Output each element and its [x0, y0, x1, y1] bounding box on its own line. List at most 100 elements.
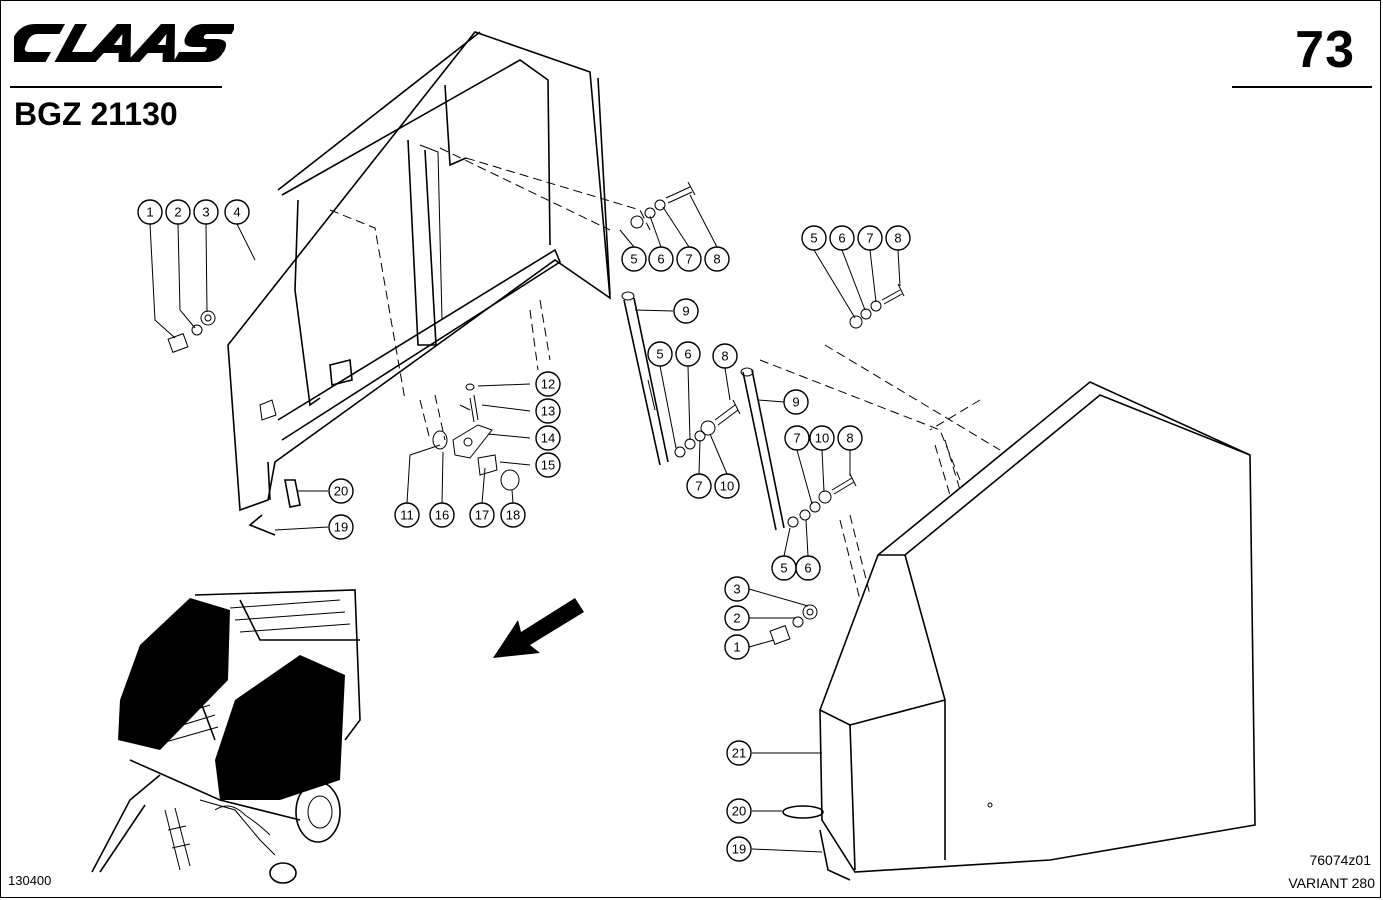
header-rule-left	[10, 86, 222, 88]
svg-text:7: 7	[695, 479, 702, 494]
svg-text:3: 3	[202, 205, 209, 220]
callout-right-upper-8: 8	[885, 225, 911, 251]
svg-text:4: 4	[233, 205, 240, 220]
right-mid-hardware	[787, 473, 857, 528]
callout-lower-7: 7	[686, 473, 712, 499]
callout-right-upper-7: 7	[857, 225, 883, 251]
callout-lower-8: 8	[712, 343, 738, 369]
right-door-panel	[759, 344, 1256, 873]
svg-text:16: 16	[435, 508, 449, 523]
claas-logo	[5, 20, 238, 73]
callout-left-19: 19	[328, 514, 354, 540]
callout-left-4: 4	[224, 199, 250, 225]
svg-text:8: 8	[846, 431, 853, 446]
svg-text:3: 3	[733, 582, 740, 597]
svg-text:15: 15	[541, 458, 555, 473]
svg-text:1: 1	[146, 205, 153, 220]
right-upper-hardware	[849, 283, 905, 329]
drawing-code: BGZ 21130	[14, 96, 178, 132]
callout-right-mid-6: 6	[795, 555, 821, 581]
callout-right-20: 20	[726, 798, 752, 824]
callout-right-3: 3	[724, 576, 750, 602]
svg-text:9: 9	[682, 304, 689, 319]
callout-latch-14: 14	[535, 425, 561, 451]
svg-text:20: 20	[334, 484, 348, 499]
callout-right-19: 19	[726, 836, 752, 862]
left-gas-strut	[621, 291, 669, 466]
right-gas-strut	[740, 367, 785, 531]
callout-left-20: 20	[328, 478, 354, 504]
direction-arrow-icon	[493, 598, 584, 658]
callout-lower-6: 6	[675, 341, 701, 367]
latch-assembly	[432, 383, 520, 491]
svg-text:7: 7	[866, 231, 873, 246]
svg-text:5: 5	[780, 561, 787, 576]
svg-text:2: 2	[733, 611, 740, 626]
svg-text:21: 21	[732, 746, 746, 761]
svg-text:5: 5	[810, 231, 817, 246]
svg-text:12: 12	[541, 377, 555, 392]
callout-left-3: 3	[193, 199, 219, 225]
svg-text:14: 14	[541, 431, 555, 446]
callout-latch-11: 11	[394, 502, 420, 528]
svg-text:5: 5	[656, 347, 663, 362]
svg-text:7: 7	[685, 252, 692, 267]
svg-text:10: 10	[720, 479, 734, 494]
callout-right-mid-5: 5	[771, 555, 797, 581]
variant-label: VARIANT 280	[1288, 875, 1375, 891]
svg-text:8: 8	[894, 231, 901, 246]
callout-lower-10: 10	[714, 473, 740, 499]
lower-strut-hardware	[674, 399, 741, 458]
callout-right-mid-8: 8	[837, 425, 863, 451]
svg-text:2: 2	[174, 205, 181, 220]
svg-text:1: 1	[733, 640, 740, 655]
callout-lower-5: 5	[647, 341, 673, 367]
date-code: 130400	[8, 873, 52, 888]
left-door-panel	[227, 31, 651, 512]
callout-latch-16: 16	[429, 502, 455, 528]
callout-latch-13: 13	[535, 398, 561, 424]
claas-logo-icon	[5, 24, 238, 62]
right-retainer-parts	[782, 805, 851, 881]
left-bolt-stack	[167, 310, 216, 353]
leader-lines	[149, 194, 901, 853]
svg-text:10: 10	[815, 431, 829, 446]
figure-code: 76074z01	[1309, 852, 1371, 868]
callout-right-2: 2	[724, 605, 750, 631]
svg-text:18: 18	[506, 508, 520, 523]
callout-right-mid-7: 7	[784, 425, 810, 451]
page-number: 73	[1295, 21, 1355, 79]
svg-text:6: 6	[804, 561, 811, 576]
baler-overview-icon	[91, 589, 361, 884]
svg-text:9: 9	[792, 395, 799, 410]
svg-text:8: 8	[713, 252, 720, 267]
callout-right-strut-9: 9	[783, 389, 809, 415]
callout-left-1: 1	[137, 199, 163, 225]
callout-upper-8: 8	[704, 246, 730, 272]
svg-text:13: 13	[541, 404, 555, 419]
svg-text:17: 17	[475, 508, 489, 523]
svg-text:6: 6	[838, 231, 845, 246]
svg-text:8: 8	[721, 349, 728, 364]
callout-upper-5: 5	[621, 246, 647, 272]
svg-text:6: 6	[684, 347, 691, 362]
callout-left-strut-9: 9	[673, 298, 699, 324]
svg-text:19: 19	[732, 842, 746, 857]
svg-text:5: 5	[630, 252, 637, 267]
header-rule-right	[1232, 86, 1372, 88]
callout-right-door-21: 21	[726, 740, 752, 766]
callout-latch-18: 18	[500, 502, 526, 528]
svg-text:7: 7	[793, 431, 800, 446]
callout-latch-12: 12	[535, 371, 561, 397]
svg-text:6: 6	[657, 252, 664, 267]
svg-text:20: 20	[732, 804, 746, 819]
callout-right-mid-10: 10	[809, 425, 835, 451]
callout-upper-6: 6	[648, 246, 674, 272]
right-bolt-stack	[769, 604, 818, 645]
callout-upper-7: 7	[676, 246, 702, 272]
svg-text:19: 19	[334, 520, 348, 535]
left-retainer-parts	[248, 479, 301, 536]
callout-left-2: 2	[165, 199, 191, 225]
